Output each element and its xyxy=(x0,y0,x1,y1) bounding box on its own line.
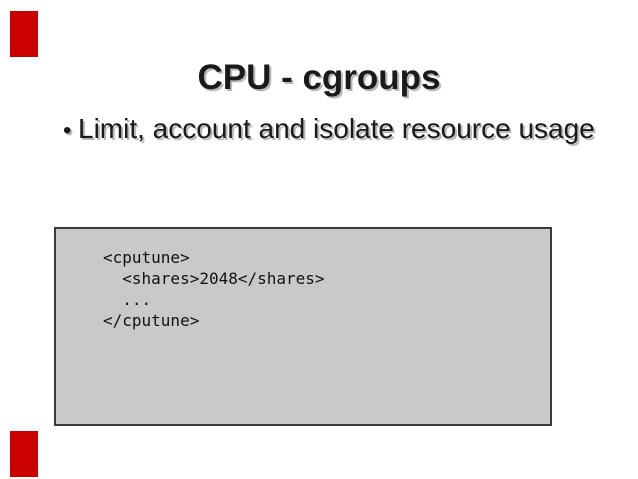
code-block: <cputune> <shares>2048</shares> ... </cp… xyxy=(103,248,325,330)
bullet-item: •Limit, account and isolate resource usa… xyxy=(63,112,595,148)
red-accent-bar-bottom xyxy=(10,431,38,477)
code-box: <cputune> <shares>2048</shares> ... </cp… xyxy=(54,227,552,426)
slide-title: CPU - cgroups xyxy=(197,58,441,98)
bullet-text: Limit, account and isolate resource usag… xyxy=(78,113,595,144)
red-accent-bar-top xyxy=(10,11,38,57)
bullet-marker: • xyxy=(63,117,72,144)
